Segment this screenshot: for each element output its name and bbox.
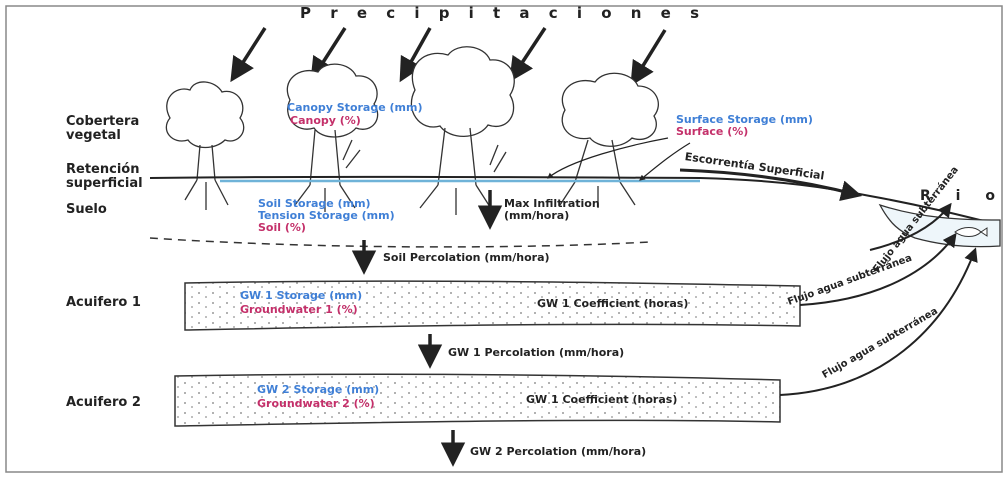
soil-boundary (150, 238, 650, 247)
gw2-coefficient-label: GW 1 Coefficient (horas) (526, 394, 677, 406)
tree-4 (560, 73, 658, 208)
layer-label-acuifero-1: Acuifero 1 (66, 296, 141, 310)
layer-label-acuifero-2: Acuifero 2 (66, 396, 141, 410)
soil-percolation-label: Soil Percolation (mm/hora) (383, 252, 550, 264)
gw2-percolation-label: GW 2 Percolation (mm/hora) (470, 446, 646, 458)
max-infiltration-label: Max Infiltration (mm/hora) (504, 198, 624, 222)
layer-label-suelo: Suelo (66, 203, 107, 217)
soil-percent-label: Soil (%) (258, 222, 306, 234)
gw2-percent-label: Groundwater 2 (%) (257, 398, 375, 410)
canopy-percent-label: Canopy (%) (290, 115, 361, 127)
gw1-storage-label: GW 1 Storage (mm) (240, 290, 362, 302)
tree-1 (166, 82, 243, 210)
gw1-coefficient-label: GW 1 Coefficient (horas) (537, 298, 688, 310)
rain-arrow (633, 30, 665, 82)
rain-arrow (512, 28, 545, 78)
trees (166, 47, 658, 215)
rain-arrow (233, 28, 265, 78)
gw1-percent-label: Groundwater 1 (%) (240, 304, 358, 316)
gw2-storage-label: GW 2 Storage (mm) (257, 384, 379, 396)
layer-label-retencion: Retención superficial (66, 163, 156, 191)
layer-label-cobertera: Cobertera vegetal (66, 115, 146, 143)
canopy-storage-label: Canopy Storage (mm) (287, 102, 423, 114)
tree-2 (287, 64, 377, 212)
diagram-title: P r e c i p i t a c i o n e s (300, 4, 706, 22)
gw1-percolation-label: GW 1 Percolation (mm/hora) (448, 347, 624, 359)
tree-3 (411, 47, 514, 215)
surface-percent-label: Surface (%) (676, 126, 748, 138)
